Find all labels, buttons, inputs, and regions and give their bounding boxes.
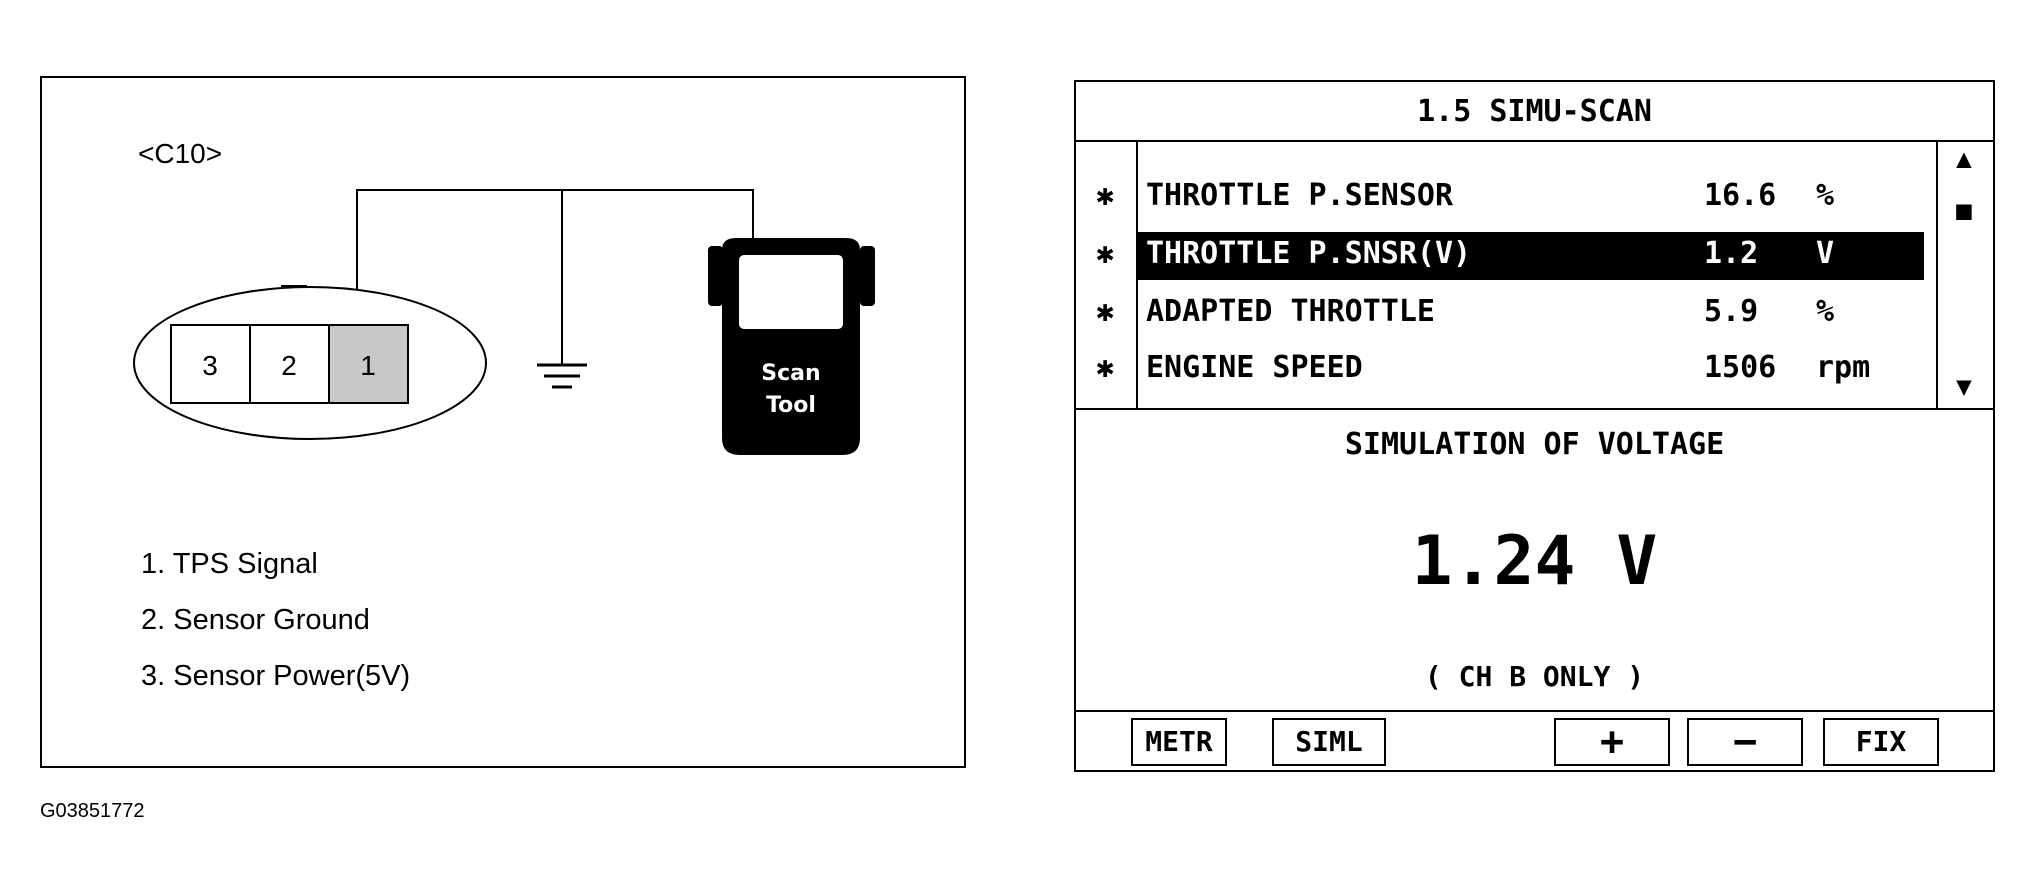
fix-button[interactable]: FIX (1823, 718, 1939, 766)
parameter-row-adapted-throttle[interactable]: ✱ ADAPTED THROTTLE 5.9 % (1076, 286, 1936, 338)
scroll-thumb-icon[interactable]: ■ (1956, 196, 1972, 226)
legend-item-sensor-power: 3. Sensor Power(5V) (141, 660, 411, 692)
parameter-row-throttle-p-sensor[interactable]: ✱ THROTTLE P.SENSOR 16.6 % (1076, 170, 1936, 222)
asterisk-icon: ✱ (1095, 294, 1115, 329)
asterisk-icon: ✱ (1095, 178, 1115, 213)
parameter-unit: % (1816, 178, 1835, 213)
scroll-up-icon[interactable]: ▲ (1956, 144, 1972, 174)
scan-tool-screen: 1.5 SIMU-SCAN ✱ THROTTLE P.SENSOR 16.6 %… (1074, 80, 1995, 772)
scan-tool-icon: Scan Tool (708, 238, 875, 455)
parameter-row-engine-speed[interactable]: ✱ ENGINE SPEED 1506 rpm (1076, 342, 1936, 394)
parameter-value: 16.6 (1704, 178, 1777, 213)
legend-item-tps-signal: 1. TPS Signal (141, 548, 318, 580)
simulation-title: SIMULATION OF VOLTAGE (1344, 427, 1725, 462)
pin-label: 2 (281, 350, 297, 381)
scan-tool-label: Tool (766, 393, 816, 418)
list-divider (1136, 140, 1138, 408)
metr-button[interactable]: METR (1131, 718, 1227, 766)
connector-diagram-panel: <C10> 3 2 1 Scan Tool (40, 76, 966, 768)
scroll-down-icon[interactable]: ▼ (1956, 372, 1972, 402)
parameter-unit: rpm (1816, 350, 1871, 385)
parameter-value: 1.2 (1704, 236, 1759, 271)
parameter-row-throttle-p-snsr-v[interactable]: ✱ THROTTLE P.SNSR(V) 1.2 V (1076, 228, 1936, 280)
parameter-name: THROTTLE P.SENSOR (1146, 178, 1454, 213)
minus-button[interactable]: − (1687, 718, 1803, 766)
parameter-name: ADAPTED THROTTLE (1146, 294, 1435, 329)
plus-button[interactable]: + (1554, 718, 1670, 766)
parameter-list: ✱ THROTTLE P.SENSOR 16.6 % ✱ THROTTLE P.… (1076, 140, 1993, 410)
list-divider (1936, 140, 1938, 408)
scan-tool-label: Scan (761, 361, 820, 386)
legend-item-sensor-ground: 2. Sensor Ground (141, 604, 370, 636)
parameter-name: THROTTLE P.SNSR(V) (1146, 236, 1472, 271)
parameter-unit: % (1816, 294, 1835, 329)
parameter-unit: V (1816, 236, 1835, 271)
simulation-note: ( CH B ONLY ) (1424, 660, 1645, 693)
screen-title: 1.5 SIMU-SCAN (1076, 82, 1993, 142)
connector-icon: 3 2 1 (133, 285, 487, 440)
asterisk-icon: ✱ (1095, 350, 1115, 385)
figure-id: G03851772 (40, 800, 145, 822)
siml-button[interactable]: SIML (1272, 718, 1386, 766)
connector-label: <C10> (138, 138, 223, 169)
selection-highlight (1138, 232, 1924, 280)
pin-1-cell (328, 324, 409, 404)
wiring-diagram: 3 2 1 Scan Tool (133, 189, 875, 455)
parameter-value: 1506 (1704, 350, 1777, 385)
pin-label: 1 (360, 350, 376, 381)
softkey-bar: METR SIML + − FIX (1076, 710, 1993, 770)
pin-label: 3 (202, 350, 218, 381)
parameter-value: 5.9 (1704, 294, 1759, 329)
asterisk-icon: ✱ (1095, 236, 1115, 271)
ground-symbol-icon (537, 363, 587, 389)
simulation-value: 1.24 V (1411, 522, 1658, 601)
parameter-name: ENGINE SPEED (1146, 350, 1363, 385)
